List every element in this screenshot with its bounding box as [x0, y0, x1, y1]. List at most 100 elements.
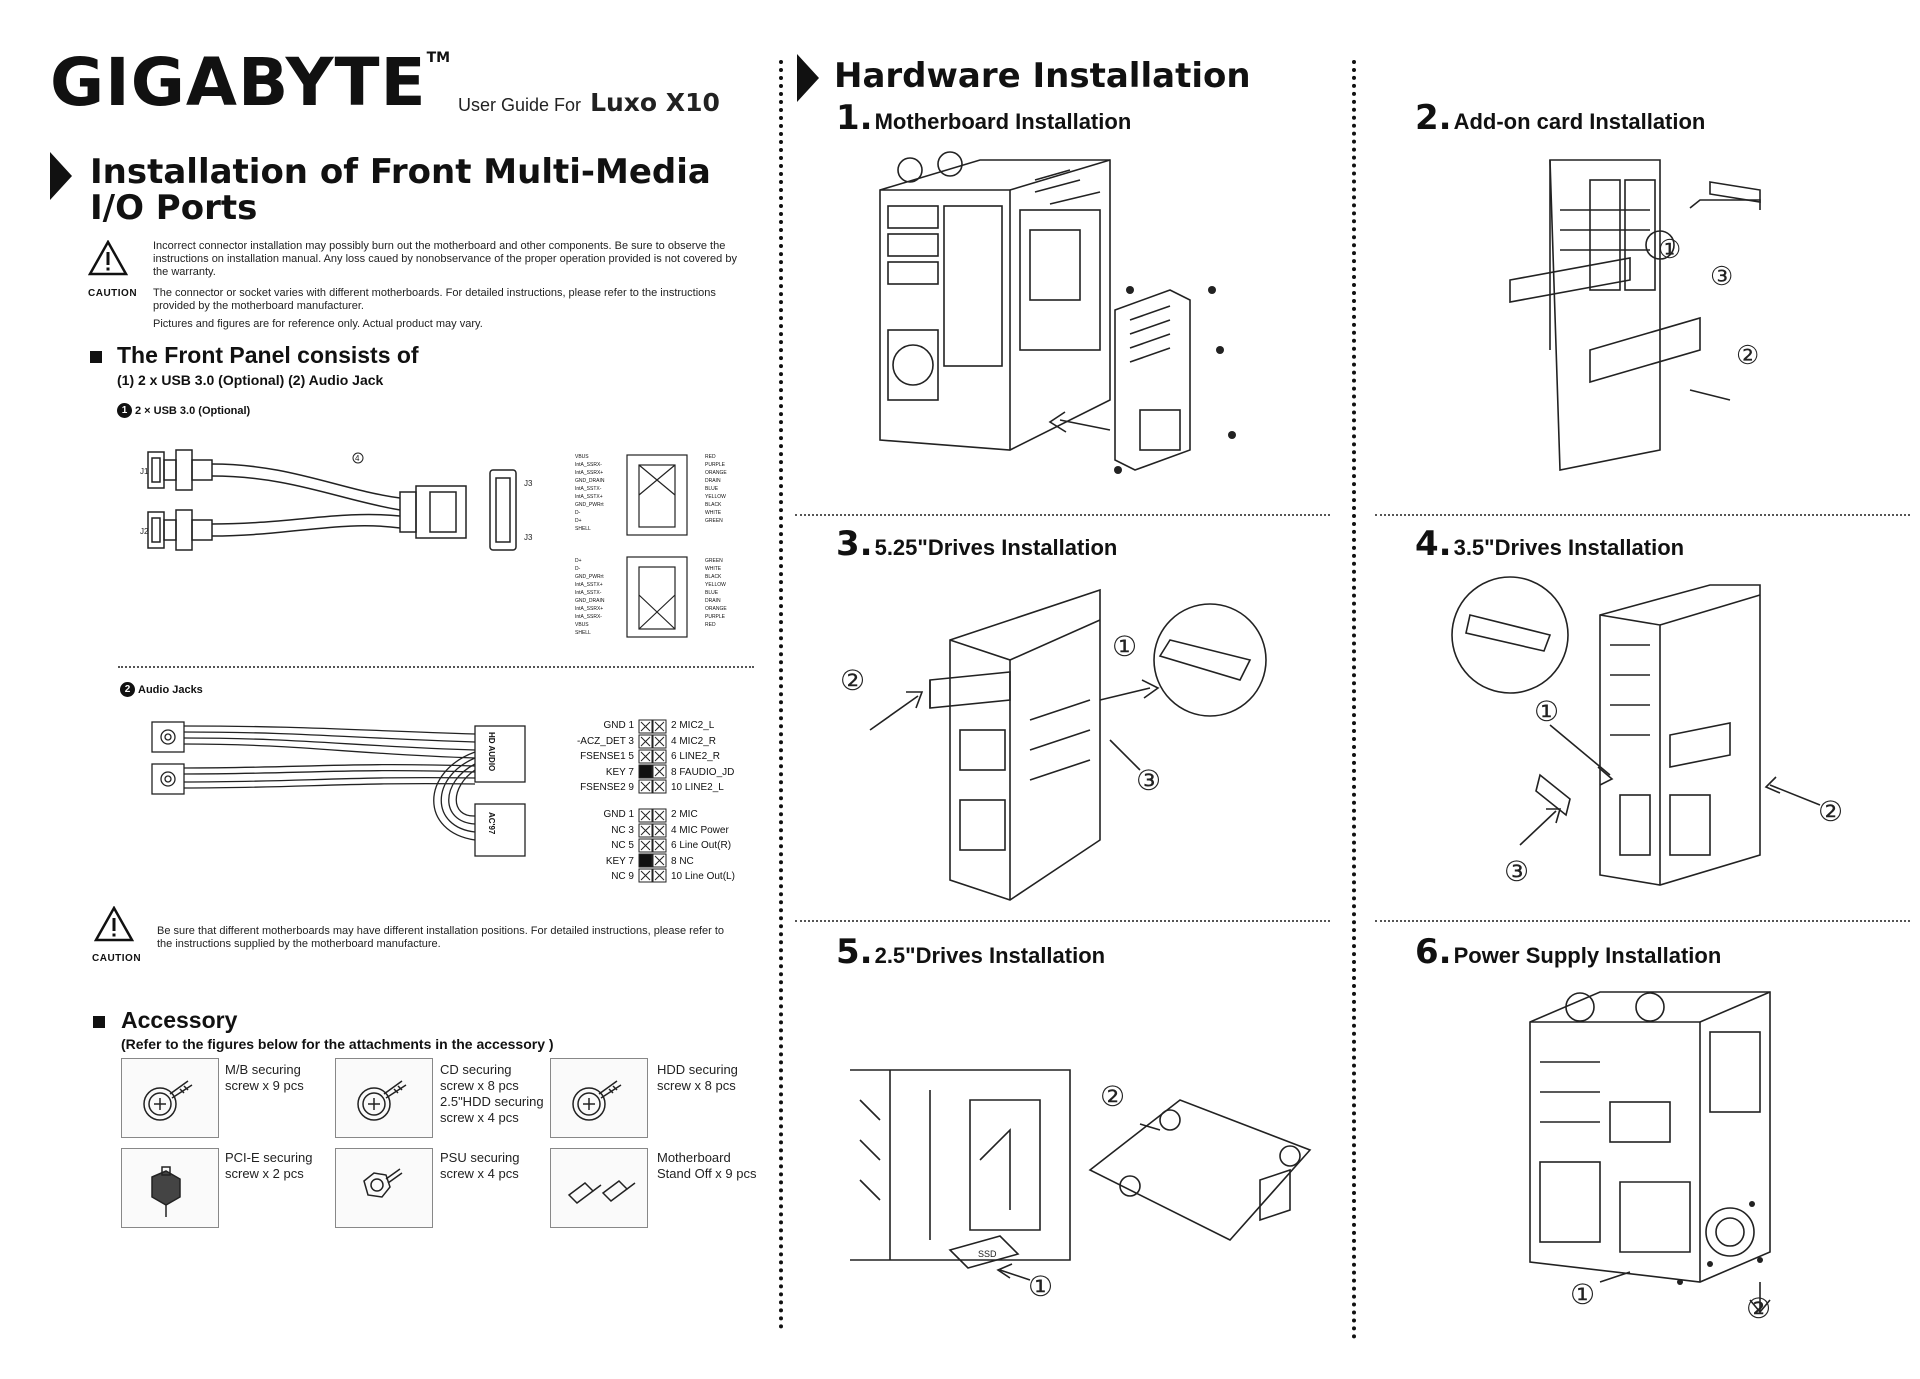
ssd-tag: SSD — [978, 1249, 997, 1259]
usb-pin-labels-bottom: D+ D- GND_PWRrt IntA_SSTX+ IntA_SSTX- GN… — [575, 557, 604, 637]
hex-screw-icon — [363, 1168, 403, 1198]
accessory-text: PSU securing screw x 4 pcs — [440, 1150, 520, 1181]
step-number: 4. — [1415, 524, 1452, 564]
number-badge-icon: 1 — [117, 403, 132, 418]
callout-1: ① — [1570, 1278, 1595, 1311]
accessory-text: PCI-E securing screw x 2 pcs — [225, 1150, 313, 1181]
callout-2: ② — [1736, 341, 1759, 371]
pin-label: 8 FAUDIO_JD — [671, 766, 735, 778]
usb-label-text: 2 × USB 3.0 (Optional) — [135, 404, 251, 417]
usb-pin: GND_PWRrt — [575, 574, 604, 580]
step-heading-3: 3. 5.25"Drives Installation — [836, 524, 1117, 564]
hd-audio-pins-left: GND 1 -ACZ_DET 3 FSENSE1 5 KEY 7 FSENSE2… — [568, 718, 634, 796]
usb-pin: IntA_SSTX+ — [575, 494, 603, 500]
caution-icon — [88, 240, 128, 276]
hd-audio-pin-grid — [638, 719, 668, 797]
front-panel-title: The Front Panel consists of — [117, 342, 419, 368]
step-title: Motherboard Installation — [874, 109, 1132, 134]
brand-text: GIGABYTE — [50, 44, 427, 121]
usb-pin: GND_DRAIN — [575, 598, 605, 604]
svg-text:4: 4 — [355, 454, 360, 463]
usb-pin-color: BLACK — [705, 574, 722, 580]
callout-1: ① — [1658, 235, 1681, 265]
guide-title: User Guide For Luxo X10 — [458, 88, 720, 117]
usb-pin-color: BLUE — [705, 486, 719, 492]
callout-3: ③ — [1710, 262, 1733, 292]
audio-cable-diagram: HD AUDIO AC'97 — [150, 712, 540, 862]
pin-label: FSENSE1 5 — [580, 751, 634, 762]
caution-text-2: Be sure that different motherboards may … — [157, 925, 725, 950]
usb-pin-color: GREEN — [705, 558, 723, 564]
step-title: 3.5"Drives Installation — [1453, 535, 1685, 560]
bullet-square-icon — [90, 351, 102, 363]
usb-pin-color: DRAIN — [705, 478, 721, 484]
section-arrow-icon — [50, 152, 72, 200]
divider — [795, 920, 1330, 922]
pin-label: NC 5 — [611, 840, 634, 851]
pin-label: 6 LINE2_R — [671, 751, 720, 762]
usb-pin: IntA_SSRX+ — [575, 470, 604, 476]
pin-label: 6 Line Out(R) — [671, 840, 732, 851]
usb-pin-color: ORANGE — [705, 470, 727, 476]
callout-3: ③ — [1136, 764, 1161, 797]
usb-pin-color: ORANGE — [705, 606, 727, 612]
callout-2: ② — [1746, 1292, 1771, 1322]
pin-label: GND 1 — [603, 809, 634, 820]
usb-pin: IntA_SSTX- — [575, 486, 602, 492]
warning-text-1: Incorrect connector installation may pos… — [153, 240, 737, 278]
usb-pin-color: WHITE — [705, 566, 722, 572]
accessory-item-standoff — [550, 1148, 648, 1228]
ac97-pins-right: 2 MIC 4 MIC Power 6 Line Out(R) 8 NC 10 … — [671, 807, 735, 885]
accessory-item-mb-screw — [121, 1058, 219, 1138]
divider — [118, 666, 754, 668]
accessory-item-psu-screw — [335, 1148, 433, 1228]
standoff-icon — [567, 1180, 636, 1204]
usb-pin: VBUS — [575, 622, 589, 628]
step-heading-1: 1. Motherboard Installation — [836, 98, 1131, 138]
pin-label: 2 MIC2_L — [671, 720, 715, 731]
pin-label: -ACZ_DET 3 — [576, 735, 634, 747]
usb-pin-color: RED — [705, 622, 716, 628]
usb-label: 1 2 × USB 3.0 (Optional) — [117, 403, 250, 418]
caution-label: CAUTION — [88, 288, 138, 299]
step-heading-2: 2. Add-on card Installation — [1415, 98, 1705, 138]
pin-label: 2 MIC — [671, 809, 698, 820]
step-title: Power Supply Installation — [1453, 943, 1722, 968]
guide-prefix: User Guide For — [458, 95, 582, 115]
svg-text:J3: J3 — [524, 533, 533, 542]
caution-label: CAUTION — [92, 953, 142, 964]
accessory-item-cd-screw — [335, 1058, 433, 1138]
usb-pin-color: BLUE — [705, 590, 719, 596]
motherboard-install-illustration — [870, 150, 1250, 480]
usb-pin-color: YELLOW — [705, 494, 726, 500]
callout-1: ① — [1028, 1270, 1053, 1303]
screw-icon — [572, 1080, 622, 1121]
callout-3: ③ — [1504, 855, 1529, 888]
section-title-line2: I/O Ports — [90, 188, 258, 228]
screw-icon — [357, 1080, 407, 1121]
step-heading-6: 6. Power Supply Installation — [1415, 932, 1721, 972]
section-title-line1: Installation of Front Multi-Media — [90, 152, 711, 192]
pin-label: GND 1 — [603, 720, 634, 731]
usb-pin: D+ — [575, 558, 582, 564]
usb-pin-color: PURPLE — [705, 614, 726, 620]
addon-card-install-illustration: ① ③ ② — [1500, 150, 1790, 480]
caution-icon — [94, 906, 134, 942]
usb-pin: IntA_SSRX+ — [575, 606, 604, 612]
usb-pin-color: YELLOW — [705, 582, 726, 588]
drive35-install-illustration: ① ② ③ — [1440, 575, 1910, 915]
hd-audio-tag: HD AUDIO — [487, 732, 496, 772]
usb-pin: GND_DRAIN — [575, 478, 605, 484]
usb-pin: IntA_SSTX- — [575, 590, 602, 596]
divider — [1375, 514, 1910, 516]
step-number: 2. — [1415, 98, 1452, 138]
usb-pin-color: WHITE — [705, 510, 722, 516]
pin-label: 10 LINE2_L — [671, 782, 724, 793]
usb-pin-colors-top: RED PURPLE ORANGE DRAIN BLUE YELLOW BLAC… — [705, 453, 727, 525]
ac97-tag: AC'97 — [487, 812, 496, 835]
svg-text:J3: J3 — [524, 479, 533, 488]
callout-2: ② — [840, 664, 865, 697]
accessory-item-hdd-screw — [550, 1058, 648, 1138]
accessory-text: CD securing screw x 8 pcs 2.5"HDD securi… — [440, 1062, 544, 1125]
